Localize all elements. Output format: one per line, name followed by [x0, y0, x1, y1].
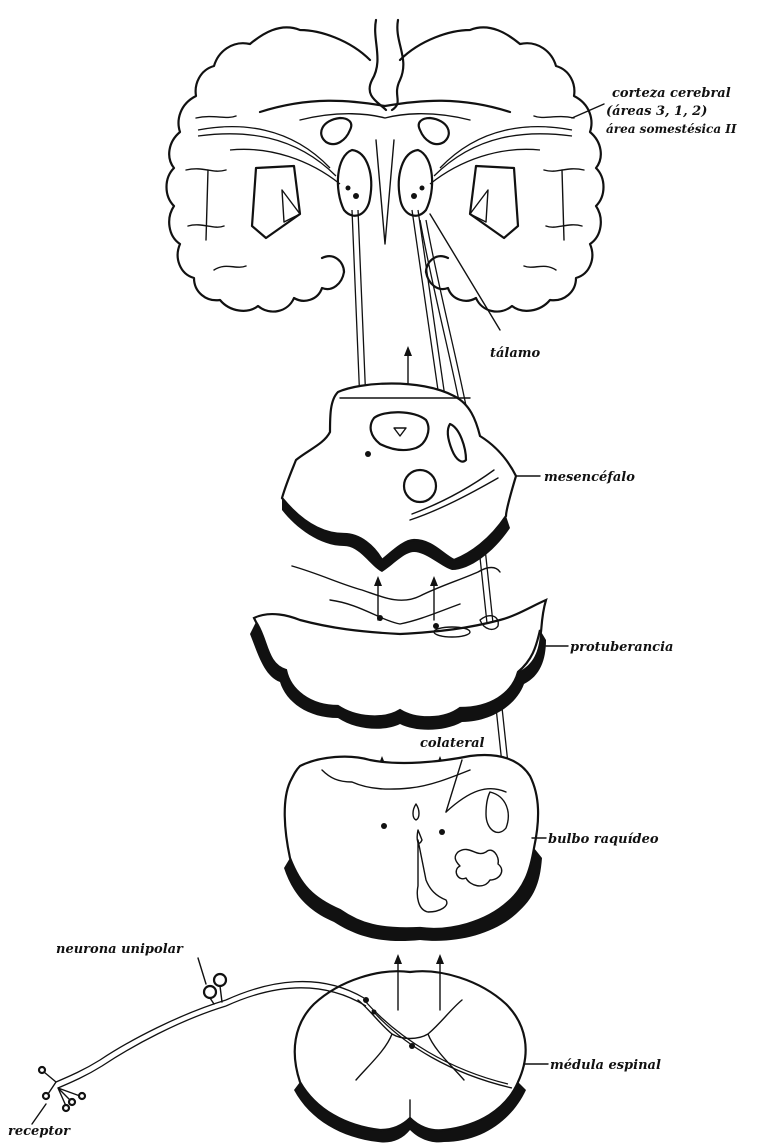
label-cortex-line2: (áreas 3, 1, 2)	[606, 104, 707, 119]
lentiform-nucleus-right	[470, 166, 518, 238]
interhemispheric-fissure	[370, 20, 404, 110]
receptor-ending-5	[79, 1093, 85, 1099]
caudate-right	[419, 118, 449, 144]
synapse-pons-2	[433, 623, 439, 629]
label-spinal-cord: médula espinal	[550, 1058, 661, 1073]
pons-section	[250, 566, 546, 730]
medulla-section	[284, 755, 542, 941]
receptor-ending-1	[39, 1067, 45, 1073]
receptor-ending-4	[63, 1105, 69, 1111]
receptor-ending-3	[69, 1099, 75, 1105]
thalamus-right	[399, 150, 432, 216]
pons-tegmentum	[292, 566, 500, 600]
label-receptor: receptor	[8, 1124, 70, 1139]
midbrain-section	[282, 384, 516, 573]
spinal-cord-section	[294, 954, 526, 1143]
synapse-medulla-1	[381, 823, 387, 829]
label-cortex-line1: corteza cerebral	[612, 86, 731, 101]
synapse-thalamus-right-2	[420, 186, 425, 191]
thalamocortical-fibres-right	[430, 127, 572, 184]
spinal-arrowhead-1	[394, 954, 402, 964]
synapse-thalamus-left	[353, 193, 359, 199]
neuron-cell-body	[204, 986, 216, 998]
unipolar-neuron-axon	[56, 1000, 226, 1088]
brain-coronal-section	[167, 20, 605, 330]
lentiform-nucleus-left	[252, 166, 300, 238]
synapse-pons-1	[377, 615, 383, 621]
label-midbrain: mesencéfalo	[544, 470, 635, 485]
thalamocortical-fibres-left	[198, 127, 340, 184]
gyrus-fold-left	[186, 116, 246, 270]
label-collateral: colateral	[420, 736, 484, 751]
third-ventricle	[376, 140, 394, 244]
label-medulla: bulbo raquídeo	[548, 832, 659, 847]
cerebral-cortex-outline	[167, 27, 604, 311]
temporal-lobe-left	[322, 256, 344, 272]
synapse-medulla-2	[439, 829, 445, 835]
label-thalamus: tálamo	[490, 346, 540, 361]
pons-fourth-ventricle	[330, 600, 460, 624]
receptor-ending-2	[43, 1093, 49, 1099]
synapse-thalamus-left-2	[346, 186, 351, 191]
label-cortex-line3: área somestésica II	[606, 122, 737, 137]
insula-right	[562, 170, 564, 240]
spinal-arrowhead-2	[436, 954, 444, 964]
gyrus-fold-right	[524, 116, 584, 270]
insula-left	[206, 170, 208, 240]
neuron-label-leader	[198, 958, 206, 984]
label-unipolar-neuron: neurona unipolar	[56, 942, 183, 957]
corpus-callosum-inner	[300, 114, 470, 120]
neuron-cell-body-2	[214, 974, 226, 986]
synapse-midbrain	[365, 451, 371, 457]
caudate-left	[321, 118, 351, 144]
thalamus-left	[338, 150, 371, 216]
thalamus-label-leader	[430, 214, 500, 330]
label-pons: protuberancia	[570, 640, 673, 655]
synapse-thalamus-right	[411, 193, 417, 199]
cortex-label-leader	[572, 104, 604, 118]
receptor-label-leader	[32, 1104, 46, 1124]
